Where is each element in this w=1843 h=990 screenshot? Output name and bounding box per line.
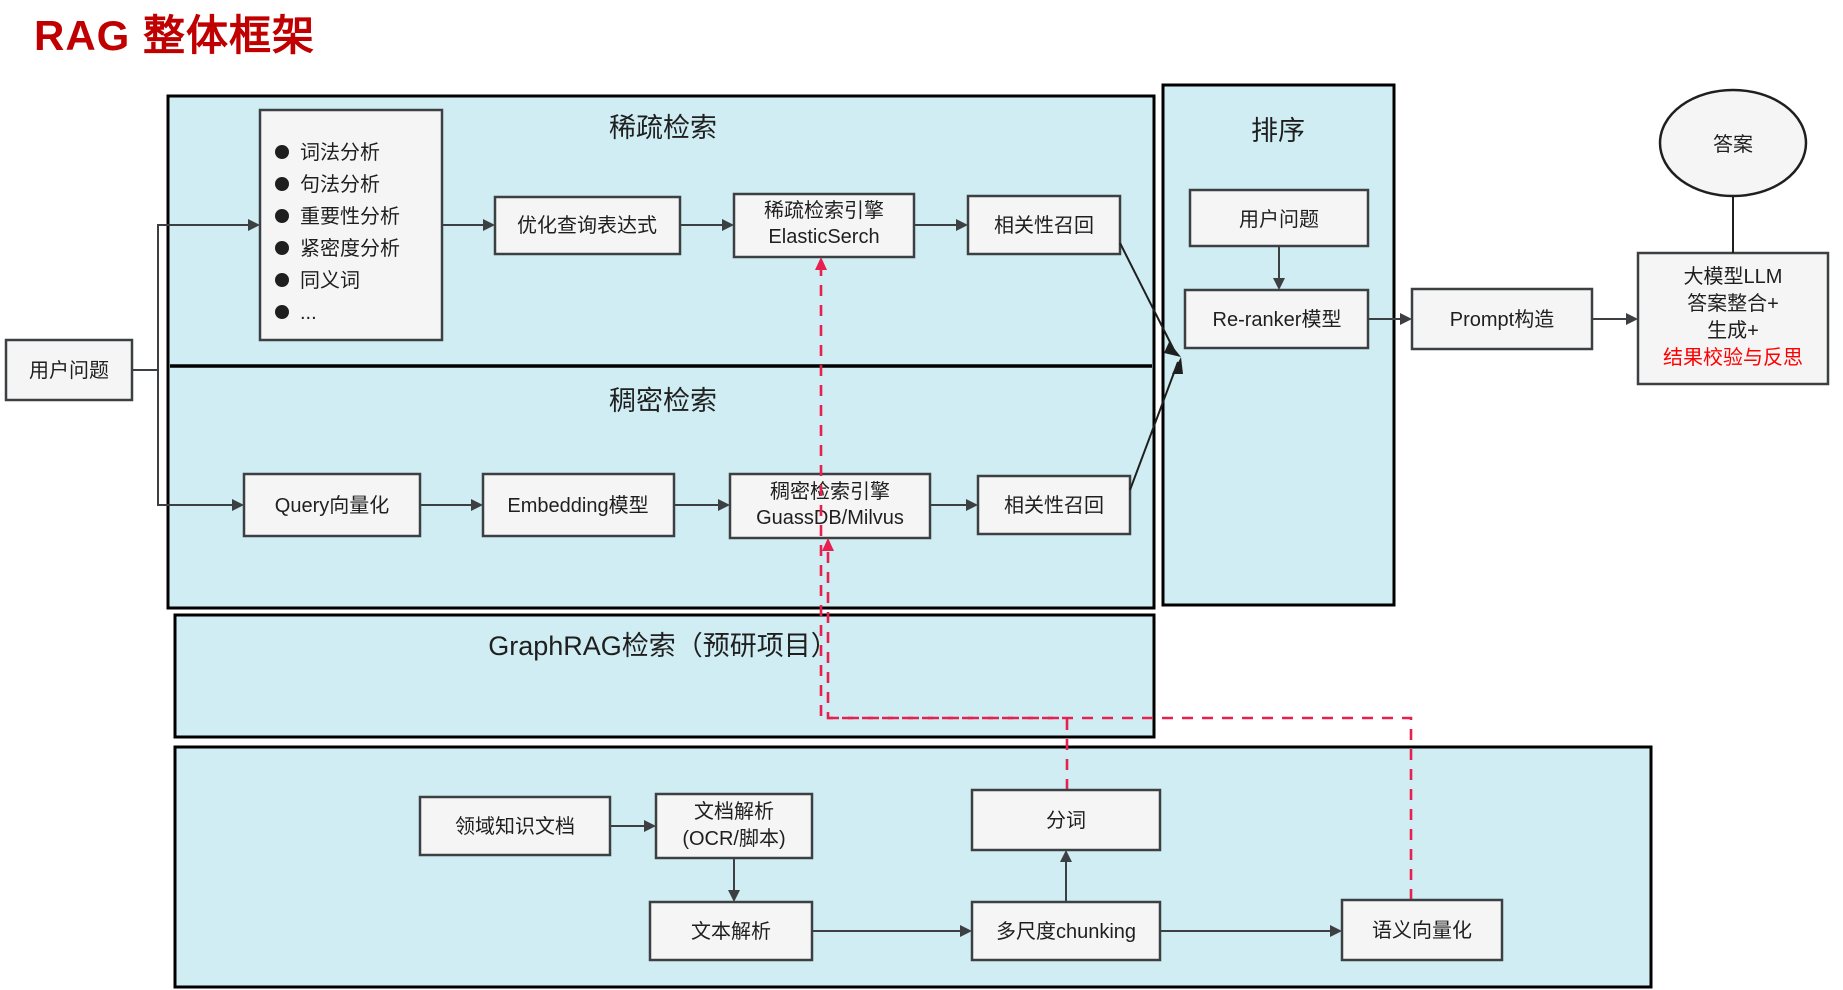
arrow-to-llm [1626, 313, 1638, 325]
sparse-engine-label-line2: ElasticSerch [768, 226, 879, 248]
arrow-to-embedding [471, 499, 483, 511]
semantic-vector-to-dense-engine-dashed [826, 551, 1413, 900]
analysis-bullet-4: 同义词 [300, 269, 360, 292]
arrow-to-dense-engine [718, 499, 730, 511]
llm-label-line4: 结果校验与反思 [1663, 346, 1803, 369]
prompt-build-label: Prompt构造 [1450, 308, 1554, 331]
sparse-recall-box[interactable] [966, 194, 1122, 256]
arrow-to-prompt [1400, 313, 1412, 325]
input-split-line [132, 224, 248, 371]
arrow-question-to-reranker [1273, 278, 1285, 290]
graphrag-section-label: GraphRAG检索（预研项目） [488, 631, 838, 661]
bullet-dot-icon [275, 177, 289, 191]
arrow-dense-to-reranker [1172, 357, 1183, 374]
doc-parse-label-line2: (OCR/脚本) [682, 827, 785, 850]
sparse-section-label: 稀疏检索 [609, 113, 717, 143]
llm-label-line1: 大模型LLM [1684, 265, 1783, 288]
dense-recall-box[interactable] [976, 474, 1132, 536]
optimize-query-box[interactable] [493, 195, 682, 256]
ranking-user-question-box[interactable] [1188, 188, 1370, 248]
answer-label: 答案 [1713, 133, 1753, 156]
answer-ellipse[interactable] [1658, 88, 1808, 198]
sparse-engine-box[interactable] [732, 192, 916, 259]
query-vectorize-label: Query向量化 [275, 494, 389, 517]
llm-label-line2: 答案整合+ [1687, 292, 1779, 315]
user-question-input-label: 用户问题 [29, 359, 109, 382]
ranking-section-label: 排序 [1251, 116, 1305, 146]
text-parse-box[interactable] [648, 900, 814, 962]
analysis-bullet-5: ... [300, 302, 317, 324]
ranking-user-question-label: 用户问题 [1239, 208, 1319, 231]
tokenize-box[interactable] [970, 788, 1162, 852]
bullet-dot-icon [275, 273, 289, 287]
dense-engine-box[interactable] [728, 472, 932, 540]
arrow-to-sparse-recall [956, 219, 968, 231]
analysis-bullet-3: 紧密度分析 [300, 237, 400, 260]
bullet-dot-icon [275, 209, 289, 223]
arrow-to-doc-parse [644, 820, 656, 832]
arrow-to-chunking [960, 925, 972, 937]
bullet-dot-icon [275, 145, 289, 159]
arrow-to-semantic-vector [1330, 925, 1342, 937]
semantic-vectorize-label: 语义向量化 [1372, 919, 1472, 942]
domain-docs-label: 领域知识文档 [455, 815, 575, 838]
input-split-line-down [157, 370, 232, 506]
sparse-engine-label-line1: 稀疏检索引擎 [764, 199, 884, 222]
llm-label-line3: 生成+ [1707, 319, 1759, 342]
analysis-bullet-1: 句法分析 [300, 173, 380, 196]
dense-recall-to-reranker-line [1129, 361, 1179, 491]
arrow-to-text-parse [728, 890, 740, 902]
dense-section-label: 稠密检索 [609, 386, 717, 416]
sparse-recall-to-reranker-line [1119, 242, 1176, 353]
embedding-model-box[interactable] [481, 472, 676, 538]
sparse-recall-label: 相关性召回 [994, 214, 1094, 237]
prompt-build-box[interactable] [1410, 287, 1594, 351]
text-parse-label: 文本解析 [691, 920, 771, 943]
dense-engine-label-line1: 稠密检索引擎 [770, 480, 890, 503]
tokenize-label: 分词 [1046, 809, 1086, 832]
arrow-to-tokenize [1060, 850, 1072, 862]
tokenize-to-sparse-engine-dashed [819, 270, 1069, 790]
llm-box[interactable] [1636, 251, 1830, 386]
doc-parse-label-line1: 文档解析 [694, 800, 774, 823]
arrow-to-sparse-engine [722, 219, 734, 231]
dense-recall-label: 相关性召回 [1004, 494, 1104, 517]
graphrag-panel [173, 613, 1156, 739]
semantic-vectorize-box[interactable] [1340, 898, 1504, 962]
arrow-dashed-to-sparse-engine [815, 257, 827, 270]
bullet-dot-icon [275, 305, 289, 319]
bullet-dot-icon [275, 241, 289, 255]
analysis-bullet-0: 词法分析 [300, 141, 380, 164]
dense-engine-label-line2: GuassDB/Milvus [756, 507, 904, 529]
embedding-model-label: Embedding模型 [507, 494, 648, 517]
analysis-bullet-list: 词法分析 句法分析 重要性分析 紧密度分析 同义词 ... [275, 141, 400, 324]
analysis-bullets-box[interactable] [258, 108, 444, 342]
arrow-dashed-to-dense-engine [822, 538, 834, 551]
arrow-to-optimize [483, 219, 495, 231]
arrow-sparse-to-reranker [1164, 342, 1181, 357]
query-vectorize-box[interactable] [242, 472, 422, 538]
arrow-to-dense-recall [966, 499, 978, 511]
optimize-query-label: 优化查询表达式 [517, 214, 657, 237]
reranker-label: Re-ranker模型 [1213, 308, 1342, 331]
analysis-bullet-2: 重要性分析 [300, 205, 400, 228]
arrow-to-analysis [248, 219, 260, 231]
arrow-to-query-vectorize [232, 499, 244, 511]
chunking-label: 多尺度chunking [996, 920, 1136, 943]
page-title: RAG 整体框架 [34, 12, 316, 59]
